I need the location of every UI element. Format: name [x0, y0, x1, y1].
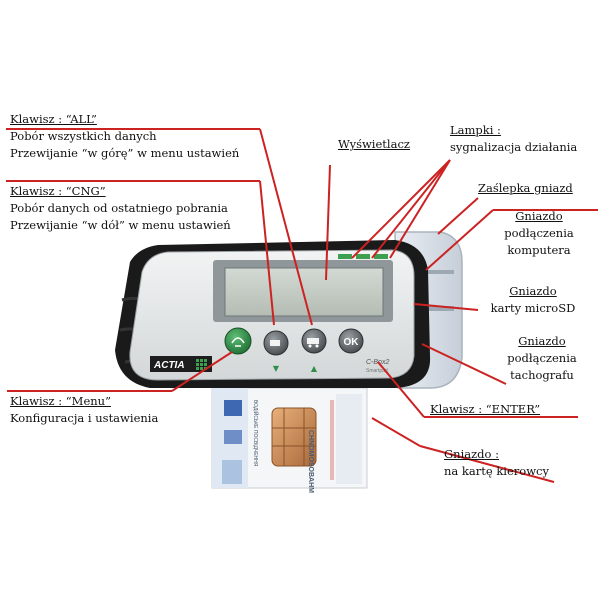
card-pointer-a: [419, 445, 555, 483]
lamps-pointer-1: [389, 159, 451, 259]
menu-pointer: [171, 351, 233, 392]
label-cng-title: Klawisz : “CNG”: [10, 184, 106, 198]
tacho-pointer: [421, 343, 507, 385]
label-all: Klawisz : “ALL” Pobór wszystkich danych …: [10, 111, 239, 162]
label-menu-line1: Konfiguracja i ustawienia: [10, 411, 159, 425]
card-flag-icon: [224, 400, 242, 416]
label-menu: Klawisz : “Menu” Konfiguracja i ustawien…: [10, 393, 158, 427]
display-pointer: [325, 164, 331, 281]
label-tacho-line1: podłączenia: [507, 351, 577, 365]
label-computer-title: Gniazdo: [515, 209, 563, 223]
label-cover: Zaślepka gniazd: [478, 180, 573, 197]
truck-icon: [307, 338, 319, 344]
label-display-title: Wyświetlacz: [338, 137, 410, 151]
label-menu-title: Klawisz : “Menu”: [10, 394, 111, 408]
label-lamps: Lampki : sygnalizacja działania: [450, 122, 577, 156]
label-all-line1: Pobór wszystkich danych: [10, 129, 157, 143]
cng-pointer: [259, 180, 275, 326]
card-pointer-b: [371, 417, 421, 447]
model-sub: Smartpad: [366, 368, 388, 374]
microsd-pointer: [413, 303, 479, 311]
label-microsd-line1: karty microSD: [490, 301, 576, 315]
label-all-title: Klawisz : “ALL”: [10, 112, 97, 126]
cover-pointer: [437, 197, 479, 235]
arrow-down-icon: ▼: [273, 364, 280, 373]
label-computer-line1: podłączenia: [504, 226, 574, 240]
download-icon: [270, 340, 280, 346]
label-cng-line1: Pobór danych od ostatniego pobrania: [10, 201, 228, 215]
label-tacho: Gniazdo podłączenia tachografu: [494, 333, 590, 384]
menu-tool-icon: [231, 337, 245, 347]
label-card-title: Gniazdo :: [444, 447, 500, 461]
label-card-line1: na kartę kierowcy: [444, 464, 549, 478]
label-computer-line2: komputera: [507, 243, 571, 257]
computer-pointer: [425, 209, 598, 271]
actia-logo: ACTIA: [150, 356, 212, 372]
all-pointer: [259, 128, 313, 326]
ok-button-label: OK: [344, 337, 360, 348]
label-cng-line2: Przewijanie “w dół” w menu ustawień: [10, 218, 231, 232]
cng-button[interactable]: [263, 330, 289, 356]
smart-card-chip-icon: [271, 407, 317, 467]
label-cover-title: Zaślepka gniazd: [478, 181, 573, 195]
label-lamps-line1: sygnalizacja działania: [450, 140, 578, 154]
arrow-up-icon: ▲: [311, 364, 318, 373]
label-tacho-line2: tachografu: [510, 368, 574, 382]
label-all-line2: Przewijanie “w górę” w menu ustawień: [10, 146, 240, 160]
driver-card: [211, 387, 368, 489]
pointer-lines: [6, 128, 598, 483]
card-chip-text: CHNOMOSOBAHM: [307, 430, 314, 493]
menu-button[interactable]: [224, 327, 252, 355]
label-enter: Klawisz : “ENTER”: [430, 401, 540, 418]
label-card: Gniazdo : na kartę kierowcy: [444, 446, 549, 480]
label-enter-title: Klawisz : “ENTER”: [430, 402, 541, 416]
ok-button[interactable]: OK: [338, 328, 364, 354]
lamps-pointer-3: [351, 159, 451, 259]
all-button[interactable]: [301, 328, 327, 354]
label-cng: Klawisz : “CNG” Pobór danych od ostatnie…: [10, 183, 231, 234]
label-microsd-title: Gniazdo: [509, 284, 557, 298]
brand-name: ACTIA: [153, 360, 185, 371]
status-lamps: [338, 254, 388, 259]
label-tacho-title: Gniazdo: [518, 334, 566, 348]
label-microsd: Gniazdo karty microSD: [478, 283, 588, 317]
card-side-text: ВОДІЙСЬКЕ ПОСВІДЧЕННЯ: [252, 400, 258, 467]
label-display: Wyświetlacz: [338, 136, 410, 153]
label-computer: Gniazdo podłączenia komputera: [494, 208, 584, 259]
label-lamps-title: Lampki :: [450, 123, 501, 137]
lamps-pointer-2: [371, 159, 451, 259]
enter-pointer: [377, 361, 578, 418]
